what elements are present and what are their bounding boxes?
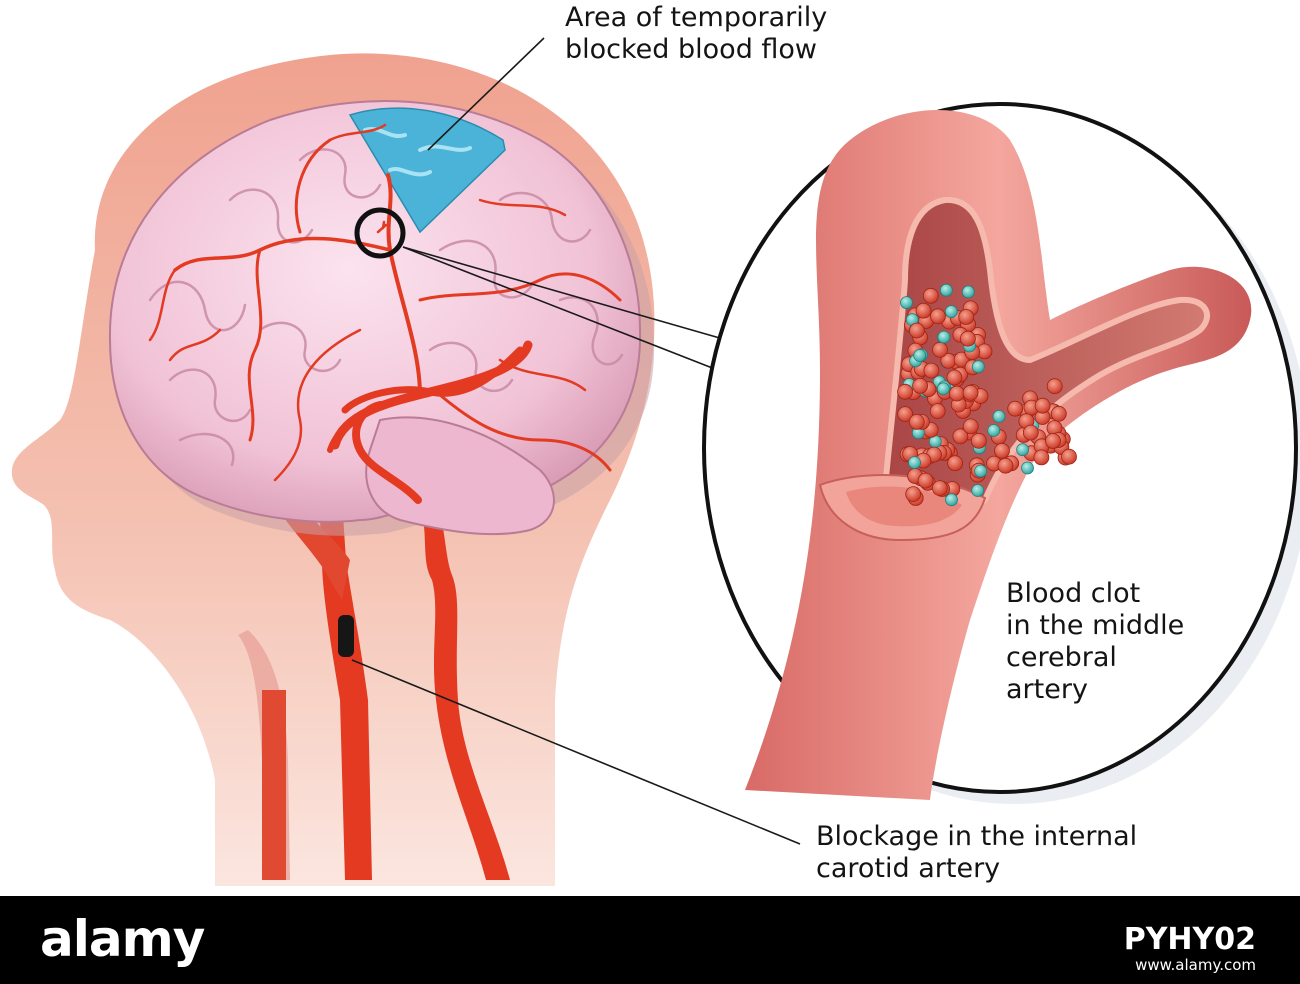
site-url: www.alamy.com (1135, 956, 1256, 974)
blood-clot (897, 283, 1077, 507)
red-blood-cell (897, 406, 914, 423)
clot-location-marker (354, 207, 406, 259)
platelet-cell (971, 484, 985, 497)
red-blood-cell (1034, 397, 1051, 414)
platelet-cell (961, 285, 975, 299)
platelet-cell (974, 464, 987, 478)
red-blood-cell (905, 486, 922, 503)
red-blood-cell (917, 472, 934, 489)
platelet-cell (1021, 461, 1034, 475)
red-blood-cell (946, 369, 963, 386)
platelet-cell (908, 456, 921, 470)
red-blood-cell (1061, 448, 1077, 465)
red-blood-cell (1007, 400, 1024, 417)
red-blood-cell (994, 442, 1010, 459)
brain (108, 100, 655, 536)
carotid-blockage (338, 615, 354, 657)
image-id: PYHY02 (1123, 922, 1256, 957)
red-blood-cell (970, 432, 987, 449)
red-blood-cell (930, 308, 946, 325)
red-blood-cell (1033, 449, 1050, 466)
red-blood-cell (958, 309, 975, 325)
red-blood-cell (997, 457, 1014, 474)
red-blood-cell (1022, 424, 1039, 441)
red-blood-cell (1046, 378, 1063, 395)
platelet-cell (992, 409, 1006, 423)
platelet-cell (1016, 443, 1029, 457)
red-blood-cell (912, 377, 928, 394)
platelet-cell (945, 493, 958, 507)
platelet-cell (937, 382, 950, 396)
ischemic-area (348, 107, 506, 234)
label-blood-clot: Blood clot in the middle cerebral artery (1006, 578, 1185, 705)
platelet-cell (900, 296, 913, 310)
stroke-illustration (11, 37, 1300, 887)
platelet-cell (971, 360, 985, 374)
area-leader-line (427, 37, 545, 151)
platelet-cell (913, 349, 927, 362)
stock-footer-bar: alamy PYHY02 www.alamy.com (0, 896, 1300, 984)
red-blood-cell (952, 428, 969, 445)
red-blood-cell (960, 330, 976, 347)
platelet-cell (939, 283, 953, 297)
red-blood-cell (949, 385, 965, 402)
red-blood-cell (931, 480, 948, 497)
neck-vessels (238, 440, 510, 880)
red-blood-cell (897, 383, 913, 400)
red-blood-cell (932, 341, 948, 358)
red-blood-cell (962, 384, 979, 401)
platelet-cell (944, 305, 958, 319)
blockage-leader-line (351, 659, 801, 845)
platelet-cell (937, 330, 951, 344)
label-blocked-area: Area of temporarily blocked blood flow (565, 2, 828, 65)
red-blood-cell (923, 362, 940, 379)
brand-logo: alamy (40, 910, 205, 968)
red-blood-cell (909, 322, 925, 339)
platelet-cell (987, 424, 1001, 437)
red-blood-cell (929, 403, 946, 420)
red-blood-cell (922, 287, 939, 304)
red-blood-cell (908, 413, 925, 430)
red-blood-cell (1045, 433, 1061, 449)
red-blood-cell (962, 418, 979, 435)
label-carotid-blockage: Blockage in the internal carotid artery (816, 821, 1138, 884)
red-blood-cell (915, 302, 932, 319)
red-blood-cell (947, 455, 963, 472)
red-blood-cell (1050, 405, 1067, 422)
